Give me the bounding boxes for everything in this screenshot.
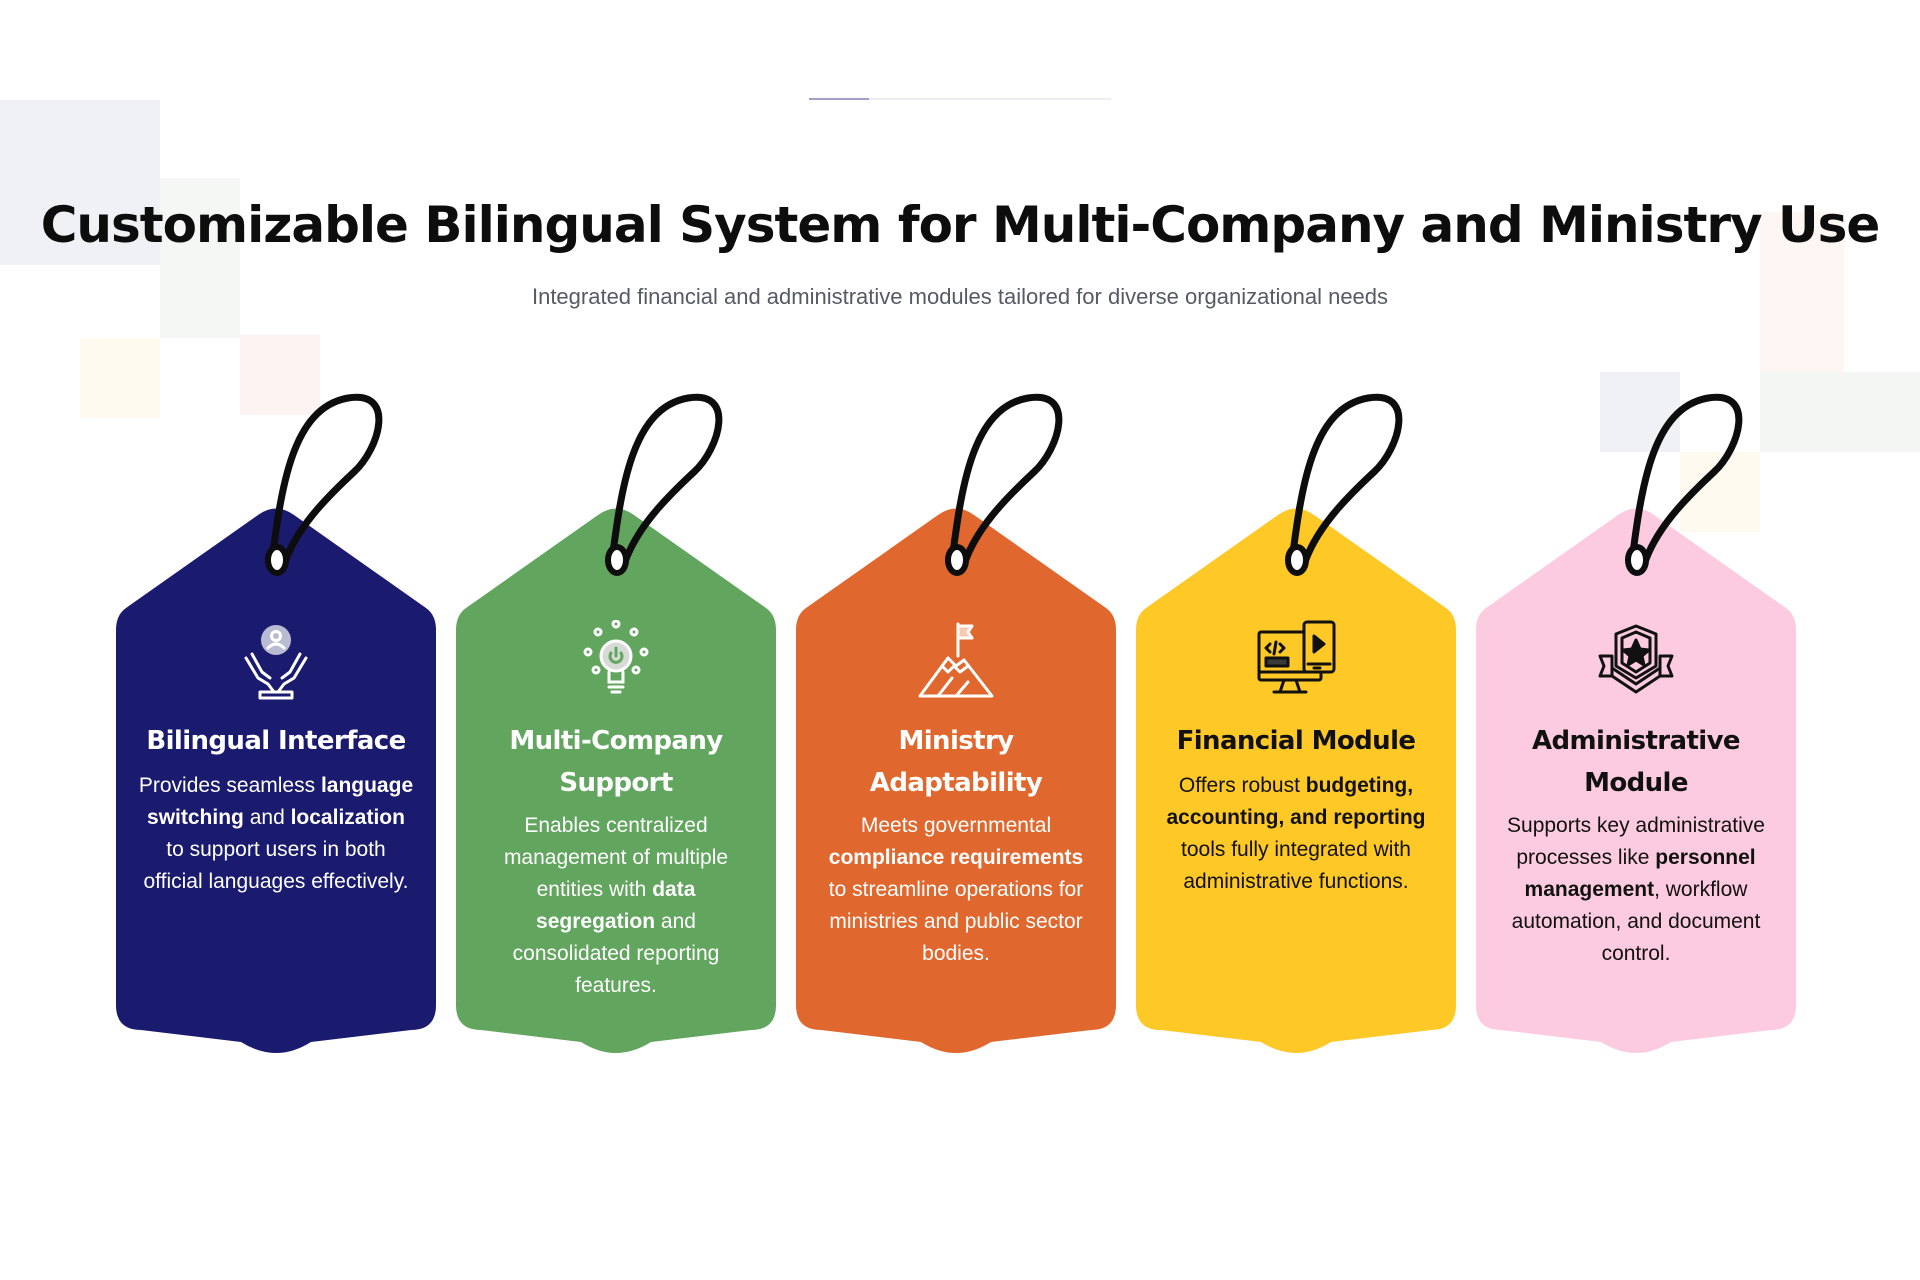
tag-title: Administrative Module <box>1532 726 1741 798</box>
bg-square <box>240 335 320 415</box>
progress-fill <box>809 98 870 100</box>
tag-shape <box>796 393 1116 1053</box>
tag-title: Financial Module <box>1176 726 1416 756</box>
tag-shape <box>1476 393 1796 1053</box>
page-title: Customizable Bilingual System for Multi-… <box>40 196 1881 254</box>
desc-text: and <box>243 806 291 829</box>
bg-square <box>80 338 160 418</box>
tag-description: Meets governmental compliance requiremen… <box>818 810 1094 970</box>
tag-administrative-module: Administrative Module Supports key admin… <box>1476 390 1796 1070</box>
tag-description: Offers robust budgeting, accounting, and… <box>1158 770 1434 898</box>
desc-highlight: localization <box>290 806 405 829</box>
tag-multi-company-support: Multi-Company Support Enables centralize… <box>456 390 776 1070</box>
desc-highlight: compliance requirements <box>828 846 1084 869</box>
desc-text: Offers robust <box>1178 774 1306 797</box>
tag-shape <box>456 393 776 1053</box>
tag-title: Multi-Company Support <box>509 726 723 798</box>
desc-text: , workflow automation, and document cont… <box>1511 878 1761 965</box>
tag-title: Ministry Adaptability <box>869 726 1043 798</box>
tag-shape <box>116 393 436 1053</box>
bg-square <box>0 100 160 265</box>
tag-ministry-adaptability: Ministry Adaptability Meets governmental… <box>796 390 1116 1070</box>
bg-square <box>160 178 240 338</box>
hands-user-badge-icon <box>236 620 316 700</box>
desc-highlight: personnel management <box>1524 846 1756 901</box>
tag-description: Provides seamless language switching and… <box>138 770 414 898</box>
desc-text: and consolidated reporting features. <box>512 910 720 997</box>
tag-title: Bilingual Interface <box>146 726 406 756</box>
desc-text: to streamline operations for ministries … <box>828 878 1084 965</box>
page-subtitle: Integrated financial and administrative … <box>531 284 1389 309</box>
bg-square <box>1760 372 1920 452</box>
tag-description: Supports key administrative processes li… <box>1498 810 1774 970</box>
desc-highlight: language switching <box>147 774 414 829</box>
tag-financial-module: Financial Module Offers robust budgeting… <box>1136 390 1456 1070</box>
desc-highlight: data segregation <box>536 878 696 933</box>
progress-track <box>809 98 1111 100</box>
desc-text: Provides seamless <box>138 774 321 797</box>
tag-description: Enables centralized management of multip… <box>478 810 754 1002</box>
tag-bilingual-interface: Bilingual Interface Provides seamless la… <box>116 390 436 1070</box>
star-shield-badge-icon <box>1596 620 1676 700</box>
bg-square <box>1760 212 1844 372</box>
desc-text: Supports key administrative processes li… <box>1507 814 1765 869</box>
desc-highlight: budgeting, accounting, and reporting <box>1166 774 1426 829</box>
tag-shape <box>1136 393 1456 1053</box>
desc-text: Enables centralized management of multip… <box>503 814 729 901</box>
monitor-devices-icon <box>1256 620 1336 700</box>
desc-text: to support users in both official langua… <box>143 838 409 893</box>
mountain-flag-icon <box>916 620 996 700</box>
lightbulb-power-icon <box>576 619 656 700</box>
desc-text: tools fully integrated with administrati… <box>1181 838 1411 893</box>
bg-square <box>1600 372 1680 452</box>
desc-text: Meets governmental <box>860 814 1052 837</box>
